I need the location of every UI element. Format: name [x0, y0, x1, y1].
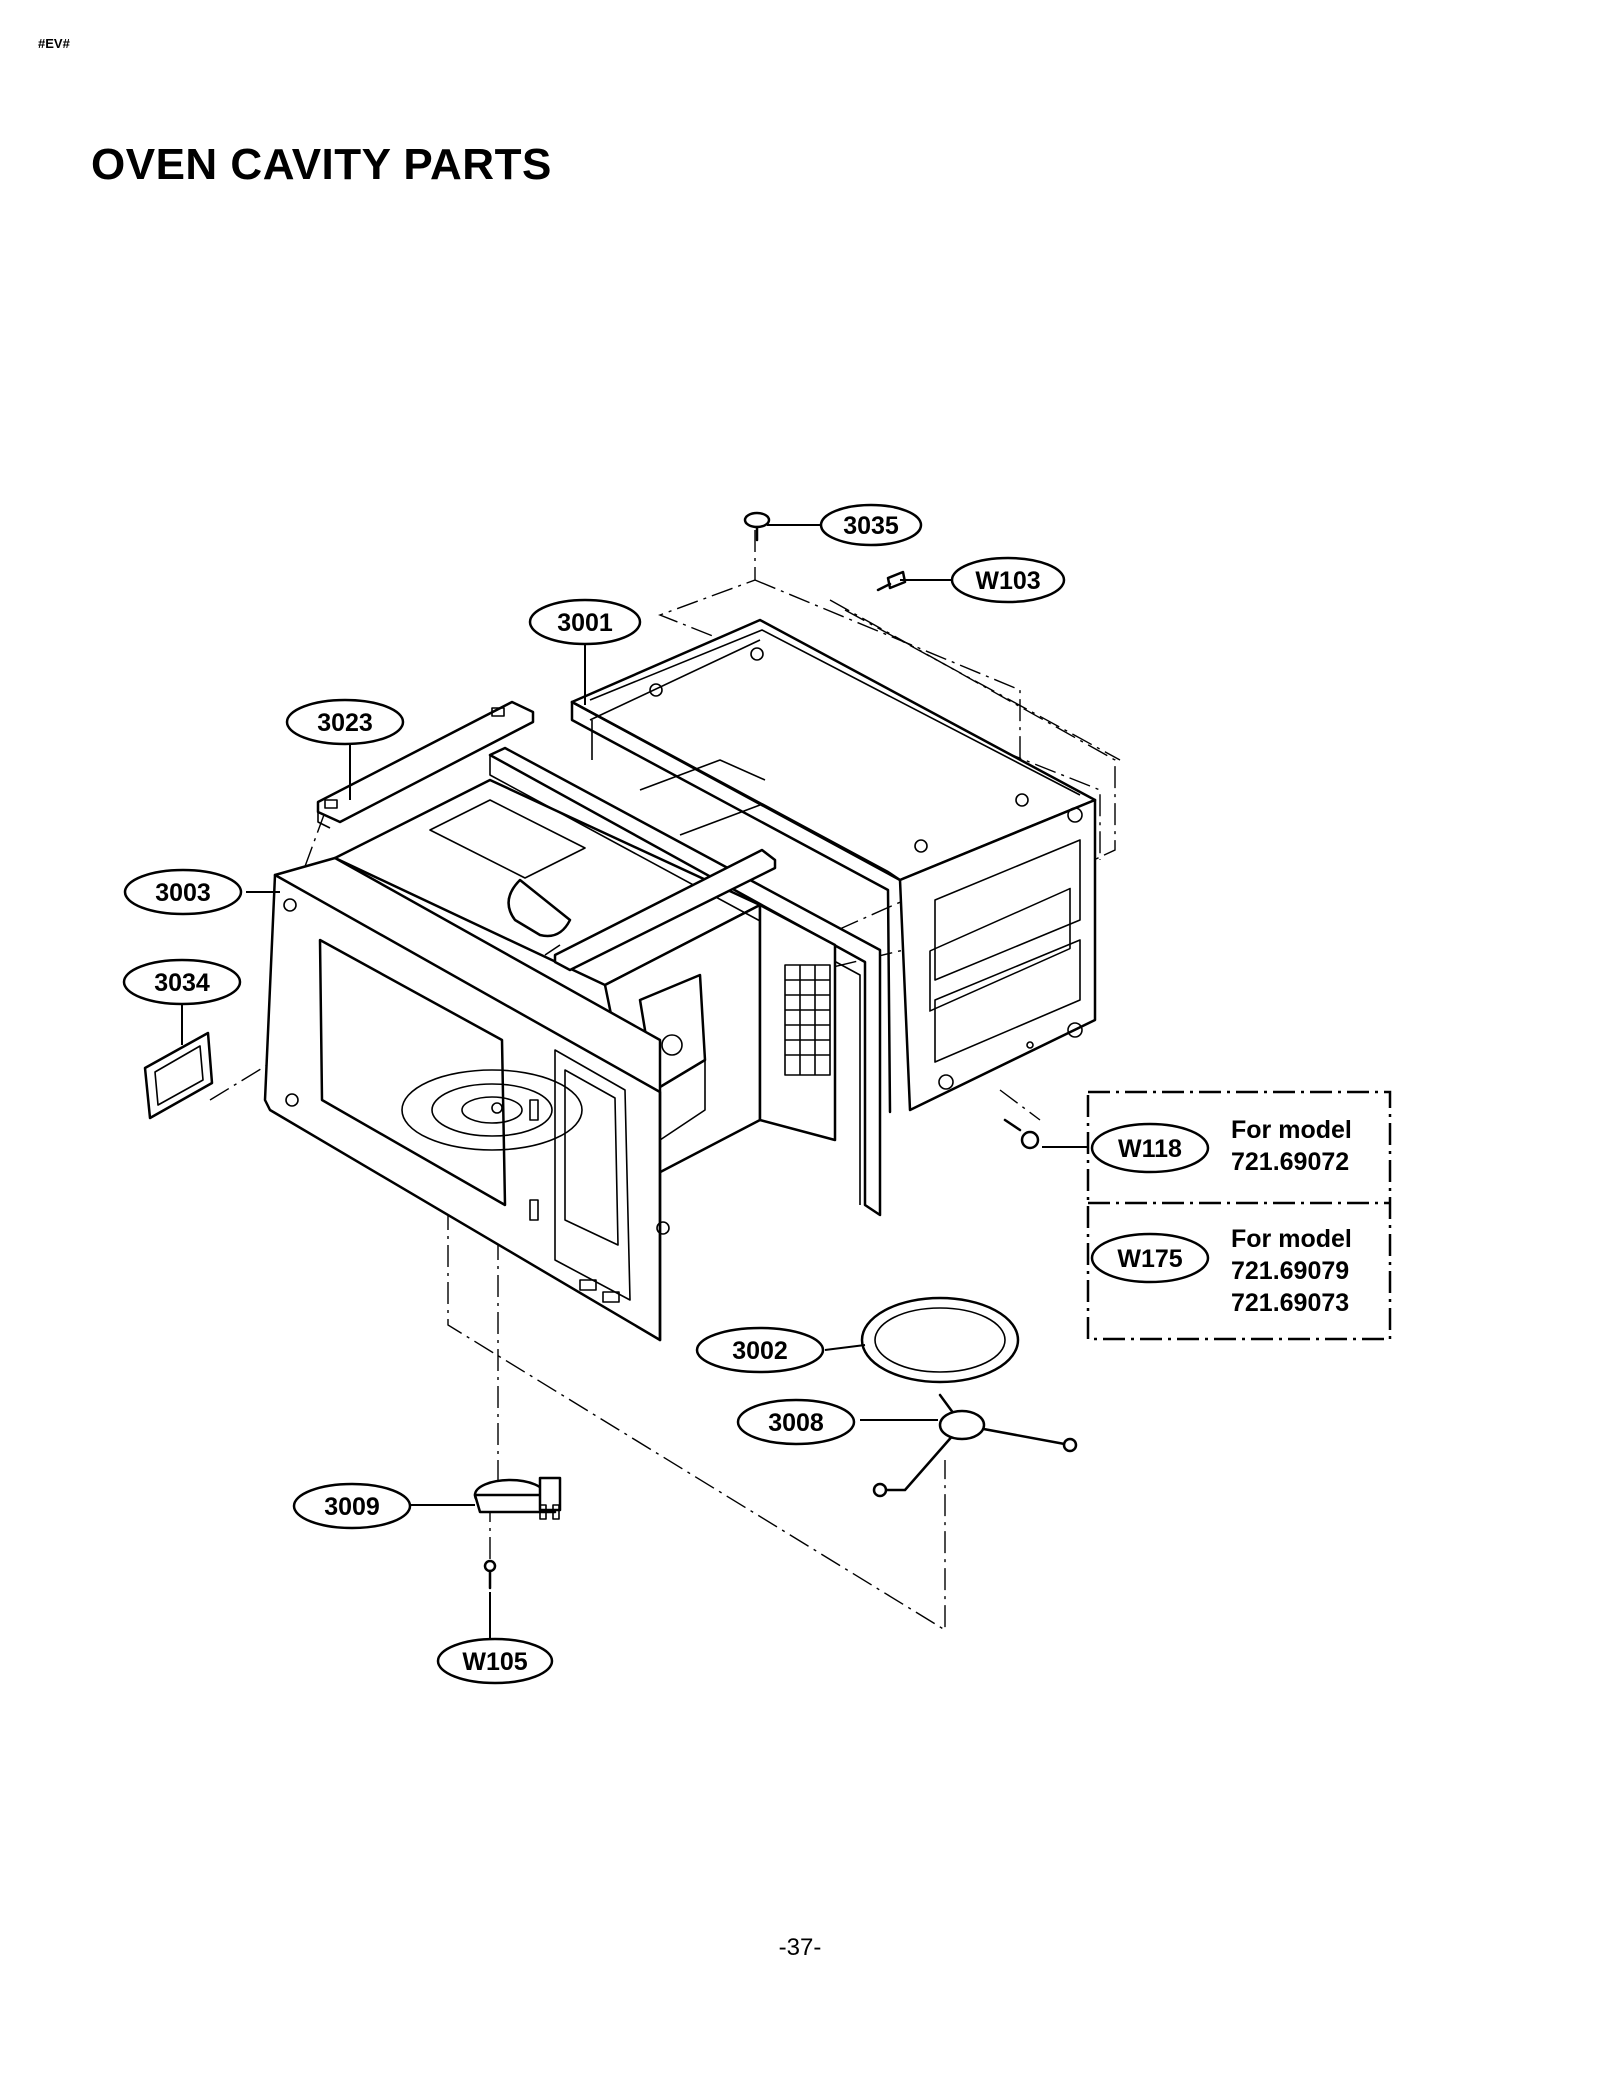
vent-grid [785, 965, 830, 1075]
roller-guide-part [872, 1393, 1078, 1498]
callout-3003-label: 3003 [155, 879, 211, 907]
callout-3009: 3009 [292, 1482, 412, 1530]
callout-3008-label: 3008 [768, 1409, 824, 1437]
callout-3035-label: 3035 [843, 512, 899, 540]
model-variant-box: W118 For model 721.69072 W175 For model … [1086, 1090, 1392, 1341]
callout-w103-label: W103 [975, 567, 1040, 595]
screw-part-w118 [1003, 1118, 1040, 1150]
callout-3008: 3008 [736, 1398, 856, 1446]
model-row-w118: W118 For model 721.69072 [1090, 1116, 1352, 1176]
callout-3003: 3003 [123, 868, 243, 916]
model-w118-line2: 721.69072 [1231, 1148, 1349, 1176]
callout-3001: 3001 [528, 598, 642, 646]
screw-part-w103 [876, 570, 907, 592]
callout-w175-label: W175 [1117, 1245, 1182, 1273]
page-title: OVEN CAVITY PARTS [91, 140, 552, 189]
header-code: #EV# [38, 36, 70, 51]
model-row-w175: W175 For model 721.69079 721.69073 [1090, 1225, 1352, 1317]
callout-w105-label: W105 [462, 1648, 527, 1676]
callout-3002-label: 3002 [732, 1337, 788, 1365]
callout-3001-label: 3001 [557, 609, 613, 637]
model-w175-line1: For model [1231, 1225, 1352, 1253]
callout-3034-label: 3034 [154, 969, 210, 997]
model-w175-line2: 721.69079 [1231, 1257, 1349, 1285]
callout-3002: 3002 [695, 1326, 825, 1374]
callout-3023: 3023 [285, 698, 405, 746]
callout-3034: 3034 [122, 958, 242, 1006]
callout-3023-label: 3023 [317, 709, 373, 737]
inner-cavity-part [263, 746, 882, 1342]
cap-part-3035 [743, 511, 771, 542]
model-w118-line1: For model [1231, 1116, 1352, 1144]
callout-w103: W103 [950, 556, 1066, 604]
page-number: -37- [778, 1934, 822, 1961]
callout-3035: 3035 [819, 503, 923, 547]
cover-plate-part [143, 1031, 214, 1120]
outer-cabinet-part [570, 618, 1097, 1114]
top-rail-bracket-part [316, 700, 535, 829]
callout-w105: W105 [436, 1637, 554, 1685]
screw-part-w105 [483, 1559, 497, 1590]
leader-lines [181, 524, 1090, 1640]
callout-w118-label: W118 [1118, 1135, 1182, 1163]
callout-3009-label: 3009 [324, 1493, 380, 1521]
glass-tray-part [860, 1296, 1020, 1384]
turntable-motor-part [473, 1476, 562, 1520]
model-w175-line3: 721.69073 [1231, 1289, 1349, 1317]
